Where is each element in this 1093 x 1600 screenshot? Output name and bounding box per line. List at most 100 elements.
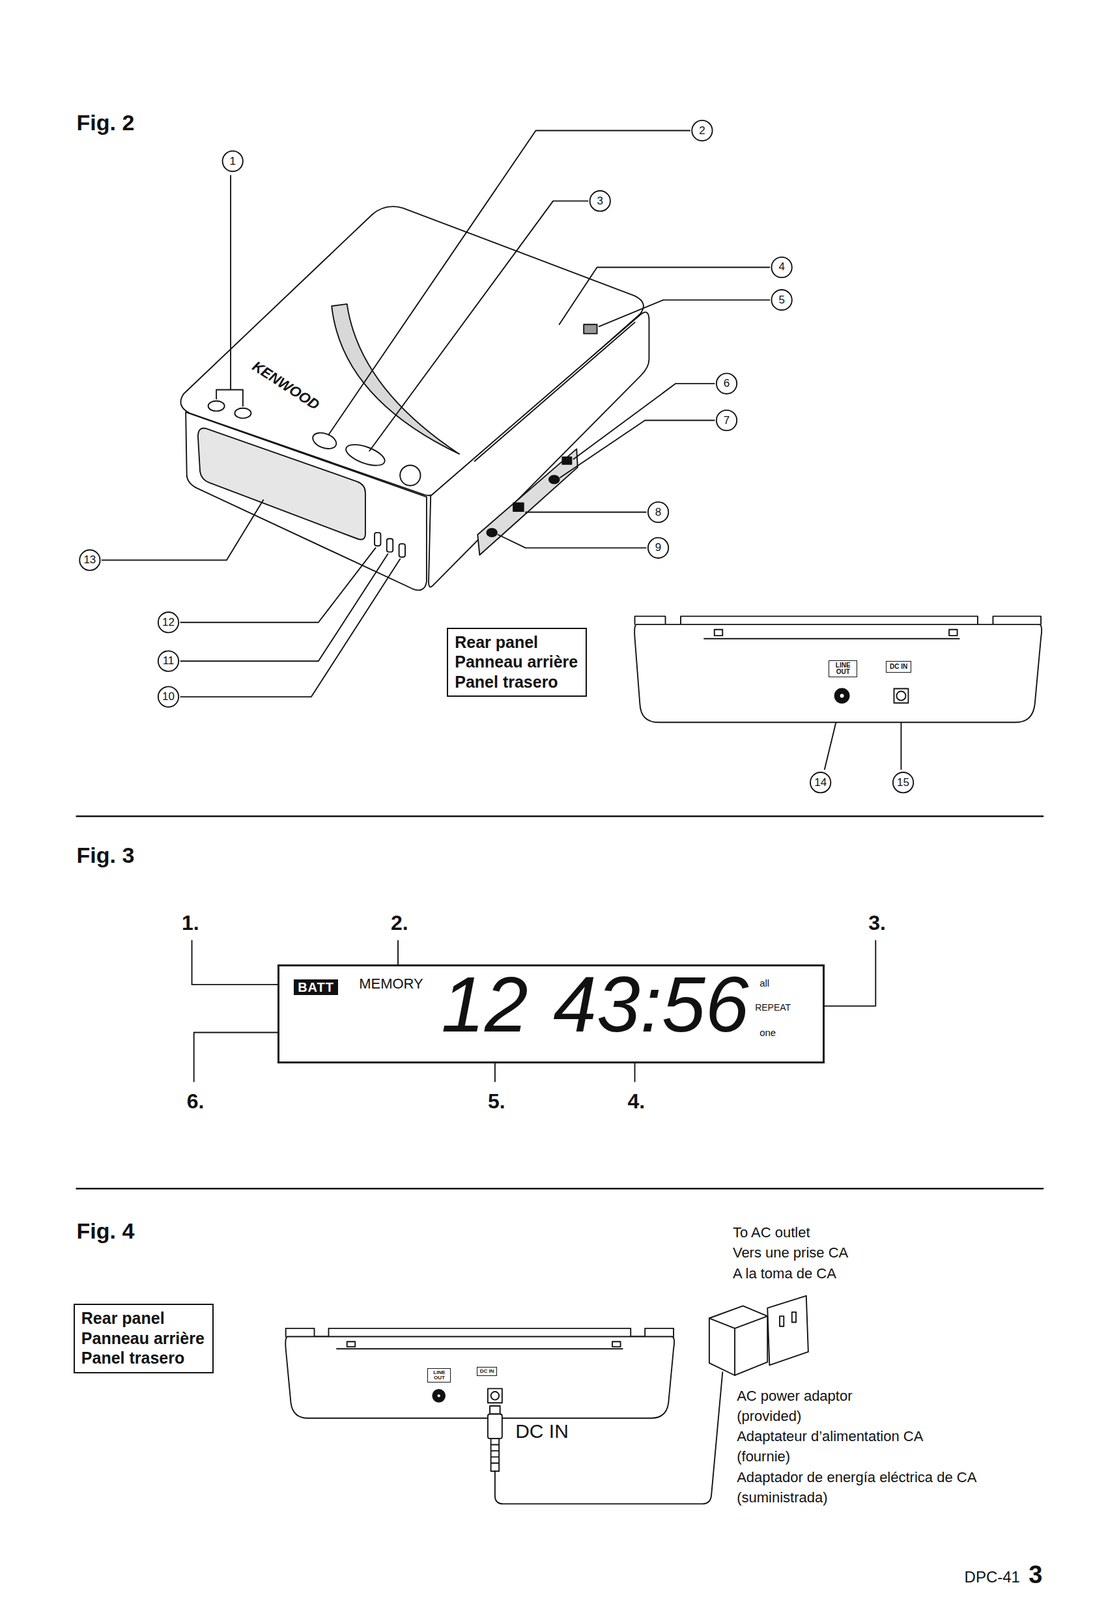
callout-circle (158, 651, 179, 672)
callout-number: 15 (896, 776, 910, 790)
panel-caption: Panel trasero (81, 1348, 205, 1369)
jack (513, 502, 524, 512)
figure-label: Fig. 4 (76, 1218, 135, 1245)
dc-plug (487, 1414, 503, 1440)
leader-line (180, 547, 376, 623)
leader-line (328, 130, 690, 436)
figure-label: Fig. 2 (76, 110, 135, 136)
callout-number: 10 (162, 690, 175, 704)
lcd-display: MEMORY1243:56allREPEAToneBATT (277, 964, 825, 1064)
jack-label-box: LINE OUT (828, 660, 858, 678)
callout-circle (771, 289, 792, 311)
leader-line (525, 511, 647, 514)
callout-number: 2 (698, 124, 705, 138)
rear-groove (704, 638, 960, 640)
lcd-text: all (759, 977, 770, 989)
button (343, 440, 387, 470)
rear-body (285, 1336, 675, 1419)
switch (386, 538, 393, 552)
lcd-text: 12 (440, 969, 528, 1040)
callout-circle (716, 410, 737, 431)
lcd-text: REPEAT (754, 1002, 791, 1013)
device-side (428, 312, 649, 587)
line-out-jack (835, 689, 850, 704)
callout-number: 4 (778, 261, 785, 275)
jack (549, 475, 560, 484)
callout-number: 1. (181, 911, 200, 936)
callout-number: 3 (597, 194, 604, 208)
leader-line (194, 1033, 288, 1082)
jack (486, 528, 497, 538)
ac-adaptor (709, 1305, 768, 1376)
note-text: A la toma de CA (732, 1265, 837, 1282)
wall-outlet (792, 1312, 796, 1323)
line-out-jack (437, 1393, 441, 1398)
callout-number: 12 (162, 616, 175, 630)
switch (374, 532, 381, 546)
callout-number: 7 (723, 414, 730, 428)
callout-number: 5. (487, 1089, 506, 1114)
switch (399, 543, 406, 557)
jack-panel (477, 448, 578, 555)
note-text: Vers une prise CA (732, 1244, 849, 1262)
note-text: To AC outlet (732, 1224, 811, 1241)
lid-latch (583, 324, 597, 334)
panel-caption: Panneau arrière (454, 652, 578, 673)
rear-body (634, 624, 1042, 723)
panel-caption: Rear panel (454, 632, 578, 653)
callout-number: 8 (655, 506, 662, 520)
callout-circle (893, 772, 914, 793)
lcd-text: one (759, 1027, 776, 1039)
power-cable (495, 1372, 723, 1505)
rear-rail (635, 616, 1042, 625)
leader-line (180, 559, 400, 698)
lcd-text: 43:56 (553, 969, 749, 1040)
callout-number: 13 (83, 553, 96, 567)
leader-line (180, 554, 388, 662)
lcd-text: BATT (297, 980, 335, 995)
callout-number: 1 (229, 155, 236, 169)
callout-circle (691, 120, 712, 141)
rear-slot (347, 1341, 356, 1348)
rule (76, 816, 1044, 1189)
callout-circle (648, 538, 669, 559)
dc-plug (491, 1438, 500, 1472)
panel-caption: Panel trasero (454, 672, 578, 693)
battery-indicator: BATT (293, 979, 339, 996)
dc-in-jack (487, 1388, 503, 1404)
wall-outlet (779, 1316, 784, 1327)
callout-number: 9 (655, 541, 662, 555)
callout-circle (810, 772, 831, 793)
wall-outlet (767, 1296, 809, 1366)
page-number: 3 (1028, 1561, 1043, 1590)
jack (562, 457, 572, 465)
note-text: AC power adaptor (provided) (736, 1386, 894, 1427)
callout-number: 5 (778, 293, 785, 307)
callout-circle (648, 502, 669, 523)
callout-number: 14 (814, 776, 827, 790)
callout-circle (222, 151, 243, 172)
ac-adaptor (709, 1316, 768, 1376)
leader-line (216, 175, 243, 406)
callout-number: 6. (186, 1089, 205, 1114)
callout-number: 4. (627, 1089, 646, 1114)
dc-in-jack (893, 689, 909, 704)
jack-label-box: DC IN (885, 661, 912, 673)
jack-label-box: LINE OUT (427, 1368, 451, 1383)
rear-slot (949, 629, 958, 636)
leader-line (559, 267, 770, 325)
callout-number: 6 (723, 377, 730, 391)
callout-number: 3. (868, 911, 886, 936)
rear-slot (714, 629, 724, 636)
device-front (185, 412, 427, 591)
leader-line (369, 201, 588, 452)
model-number: DPC-41 (964, 1568, 1021, 1587)
line-out-jack (432, 1390, 445, 1403)
display-window (198, 428, 366, 540)
dc-in-jack (491, 1391, 500, 1401)
connector-label: DC IN (515, 1420, 569, 1444)
button (399, 465, 421, 486)
leader-line (560, 420, 715, 479)
disc-lid-arc (331, 304, 460, 455)
